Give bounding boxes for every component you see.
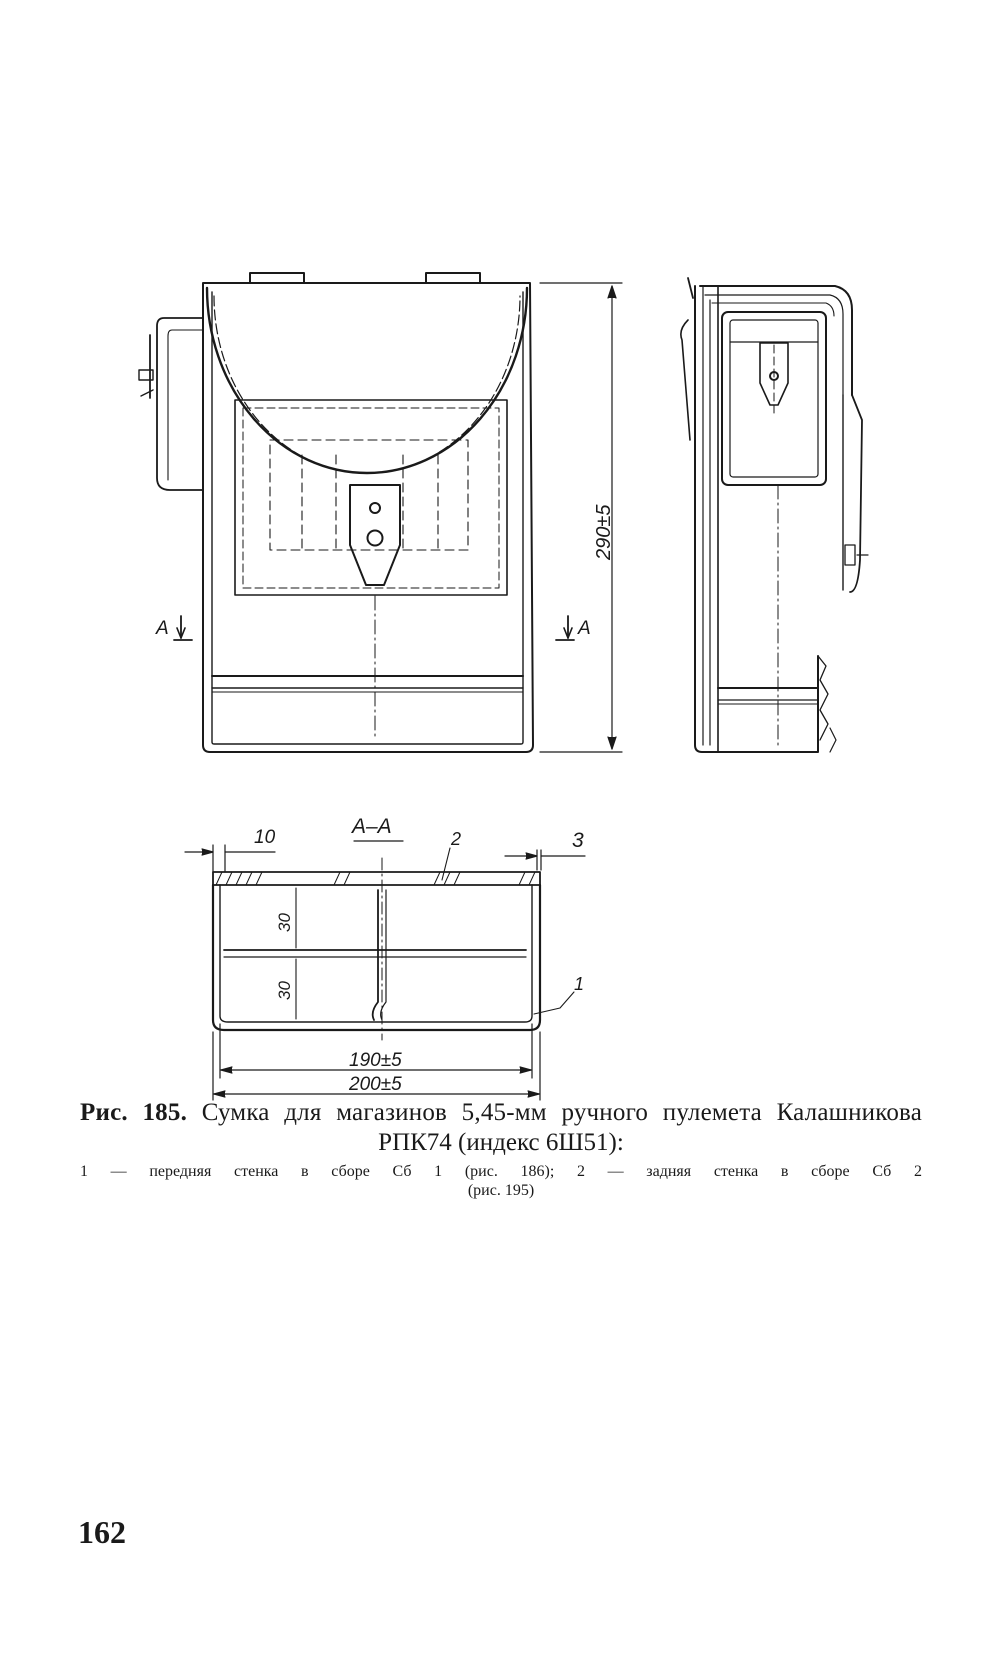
section-title: A–A [350,815,392,838]
legend-line2: (рис. 195) [467,1182,535,1199]
callout-1-label: 1 [574,974,584,994]
figure-legend: 1 — передняя стенка в сборе Сб 1 (рис. 1… [80,1162,922,1200]
height-dimension-label: 290±5 [593,504,615,561]
side-dimension-label: 3 [572,829,584,852]
caption-title-line1: Рис. 185. Сумка для магазинов 5,45-мм ру… [80,1098,922,1128]
latch-hole-small [369,502,381,514]
outer-width-dimension-label: 200±5 [348,1074,402,1095]
dimension-wall [184,844,276,873]
callout-2-label: 2 [450,829,461,849]
lid-tongue [349,484,401,586]
caption-title-text: Сумка для магазинов 5,45-мм ручного пуле… [201,1099,922,1126]
dimension-inner-width [219,1023,533,1079]
pocket-lower-dimension-label: 30 [275,981,294,1000]
section-mark-left [173,615,193,641]
section-aa [184,840,586,1101]
top-tab-left [249,272,305,284]
side-body-outline [694,285,819,753]
bag-body-outline [202,282,534,753]
back-wall [212,871,541,886]
section-mark-left-label: A [155,618,169,639]
page-number: 162 [78,1514,126,1550]
wall-dimension-label: 10 [254,827,276,848]
caption-title-line2: РПК74 (индекс 6Ш51): [378,1129,624,1156]
side-view [680,277,869,753]
section-outer-shell [211,883,542,1032]
section-mark-right [555,615,575,641]
side-strap [156,317,204,491]
side-pouch [721,311,827,486]
dimension-height [539,282,623,753]
legend-line1: 1 — передняя стенка в сборе Сб 1 (рис. 1… [80,1163,922,1180]
latch-hole-large [366,529,384,547]
top-tab-right [425,272,481,284]
dimension-outer-width [212,1031,541,1101]
inner-width-dimension-label: 190±5 [349,1050,402,1071]
dimension-side [504,849,586,871]
pocket-upper-dimension-label: 30 [275,913,294,932]
lid-arc [205,286,529,475]
section-mark-right-label: A [577,618,591,639]
technical-drawing: A A 290±5 A–A 10 3 2 1 30 30 190±5 200±5 [138,272,869,1101]
figure-number: Рис. 185. [80,1099,188,1126]
front-view [138,272,623,753]
figure-caption: Рис. 185. Сумка для магазинов 5,45-мм ру… [80,1098,922,1200]
